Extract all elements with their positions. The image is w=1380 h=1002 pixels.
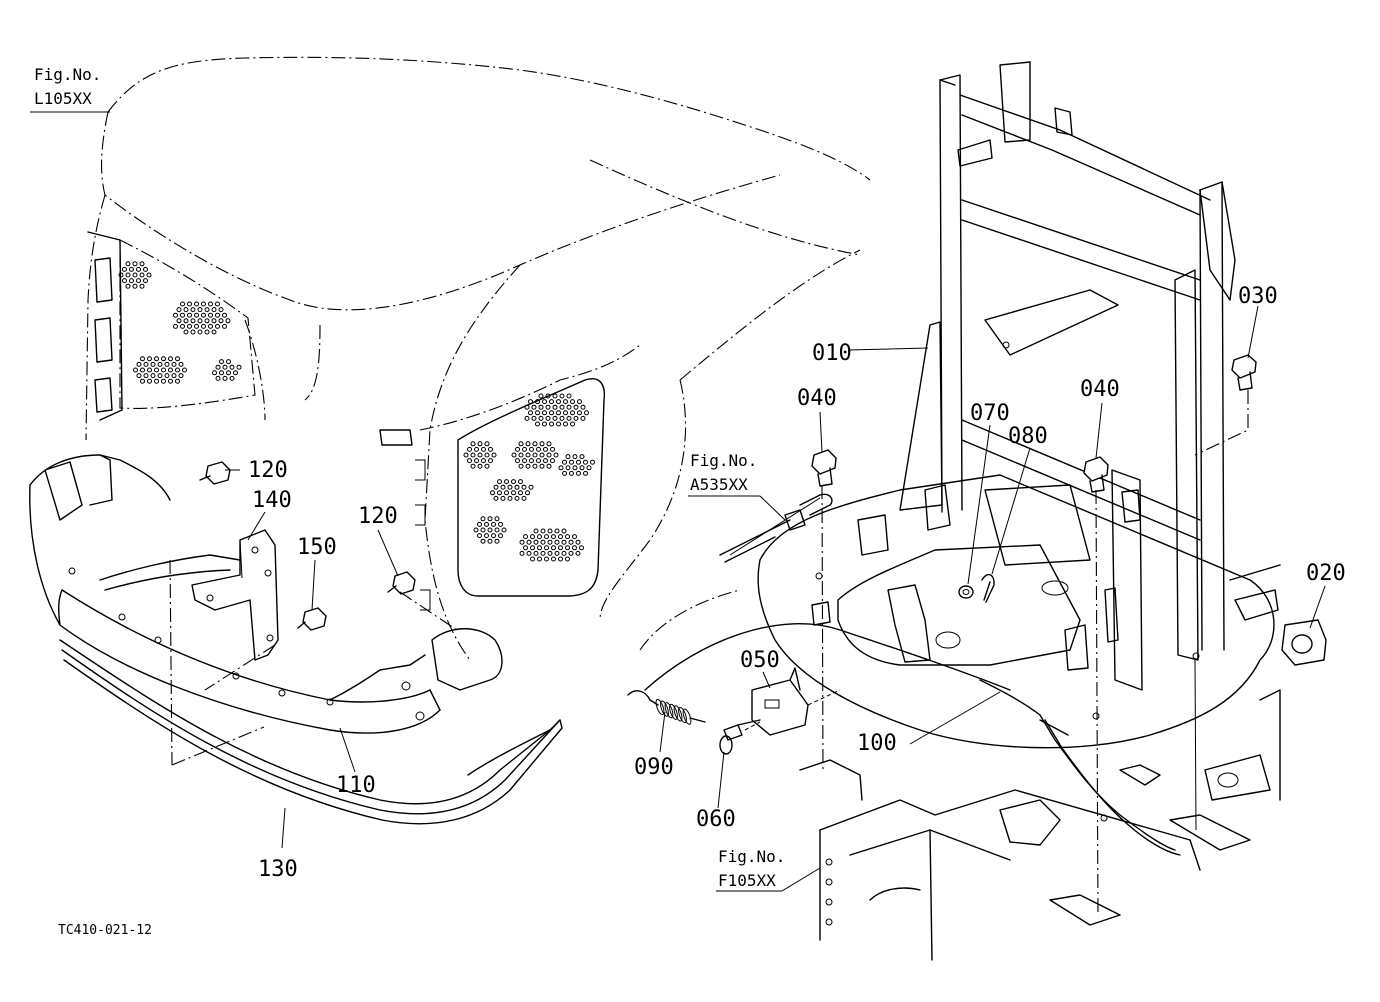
callout-150: 150 [297,535,337,560]
callout-090: 090 [634,755,674,780]
callout-040-left: 040 [797,386,837,411]
callout-080: 080 [1008,424,1048,449]
fig-ref-code: L105XX [34,89,92,108]
bolt-120-right [387,571,416,595]
seat-platform [757,269,1279,749]
fig-ref-code: A535XX [690,475,748,494]
bolt-120-left [199,461,231,485]
callout-030: 030 [1238,284,1278,309]
fig-ref-f105xx: Fig.No. F105XX [718,847,785,890]
leader-lines [30,111,1326,892]
right-grille-panel [379,378,606,691]
callout-100: 100 [857,731,897,756]
bolt-030 [1231,354,1257,391]
latch-050 [737,667,809,736]
fig-ref-a535xx: Fig.No. A535XX [690,451,757,494]
callout-010: 010 [812,341,852,366]
callout-050: 050 [740,648,780,673]
front-bumper-110 [29,454,441,734]
fig-ref-code: F105XX [718,871,776,890]
callout-070: 070 [970,401,1010,426]
pin-060 [719,724,743,755]
spring-090 [627,690,706,725]
callout-060: 060 [696,807,736,832]
callout-120-right: 120 [358,504,398,529]
rops-frame-010 [939,61,1236,651]
bumper-strip-130 [59,639,563,825]
bracket-140 [191,529,279,661]
main-frame [799,564,1281,961]
release-cable-100 [644,623,1181,856]
part-020 [1281,619,1327,666]
cable-a535xx [719,493,833,563]
callout-110: 110 [336,773,376,798]
snap-pin-080 [981,573,995,603]
bolt-150 [297,607,327,631]
callout-120-left: 120 [248,458,288,483]
fig-ref-l105xx: Fig.No. L105XX [34,65,101,108]
callout-020: 020 [1306,561,1346,586]
callout-040-right: 040 [1080,377,1120,402]
fig-ref-prefix: Fig.No. [690,451,757,470]
bonnet-outline [85,56,871,661]
bolt-040-left [811,449,837,487]
drawing-code: TC410-021-12 [58,923,152,938]
bolt-040-right [1083,456,1109,493]
fig-ref-prefix: Fig.No. [34,65,101,84]
washer-070 [958,585,974,599]
callout-140: 140 [252,488,292,513]
left-grille-panel [87,231,256,421]
fig-ref-prefix: Fig.No. [718,847,785,866]
callout-130: 130 [258,857,298,882]
